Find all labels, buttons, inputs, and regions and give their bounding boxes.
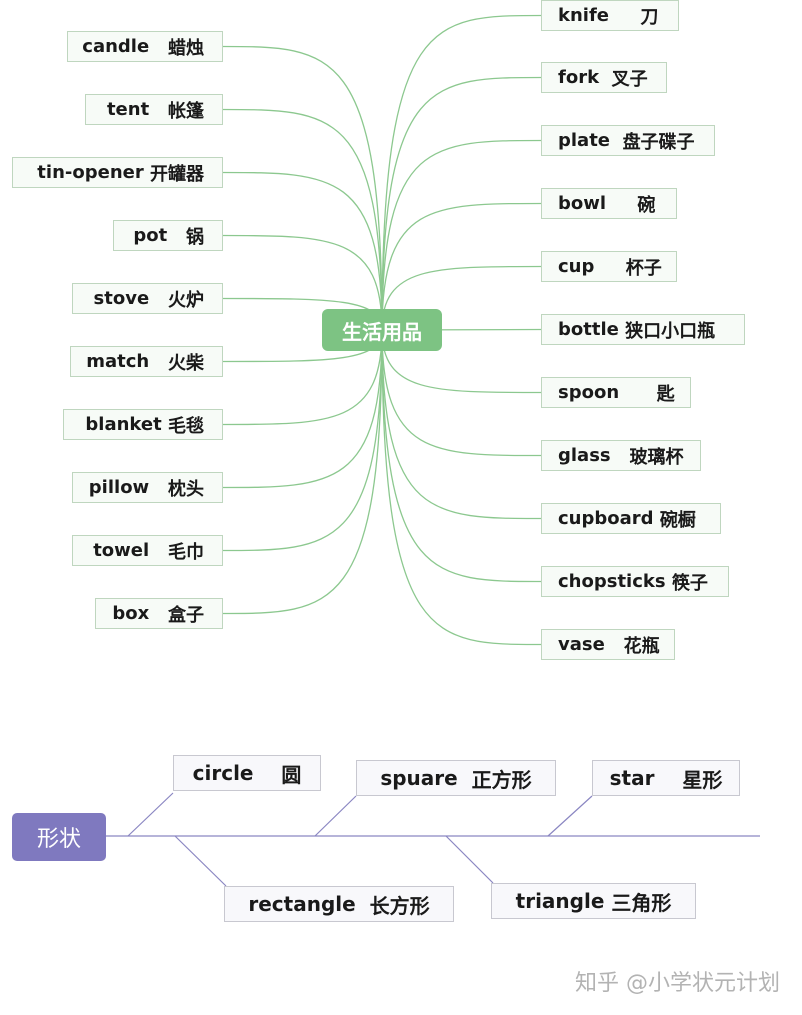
center-node[interactable]: 生活用品	[322, 309, 442, 351]
right-node-plate[interactable]: plate 盘子碟子	[541, 125, 715, 156]
left-node-box[interactable]: box 盒子	[95, 598, 223, 629]
connector-right-7	[381, 329, 542, 457]
left-node-match[interactable]: match 火柴	[70, 346, 223, 377]
right-node-cup[interactable]: cup 杯子	[541, 251, 677, 282]
shape-branch-triangle	[445, 835, 494, 884]
left-node-towel[interactable]: towel 毛巾	[72, 535, 223, 566]
left-node-pillow[interactable]: pillow 枕头	[72, 472, 223, 503]
shape-branch-star	[547, 795, 593, 837]
connector-left-0	[222, 45, 383, 331]
left-node-candle[interactable]: candle 蜡烛	[67, 31, 223, 62]
connector-left-7	[222, 329, 383, 489]
shape-branch-square	[314, 795, 357, 837]
shape-node-star[interactable]: star 星形	[592, 760, 740, 796]
connector-left-9	[222, 329, 383, 615]
connector-left-6	[222, 329, 383, 426]
right-node-chopsticks[interactable]: chopsticks 筷子	[541, 566, 729, 597]
left-node-tent[interactable]: tent 帐篷	[85, 94, 223, 125]
right-node-glass[interactable]: glass 玻璃杯	[541, 440, 701, 471]
connector-left-8	[222, 329, 383, 552]
shape-branch-rectangle	[174, 835, 227, 887]
shapes-root-node[interactable]: 形状	[12, 813, 106, 861]
connector-left-2	[222, 171, 383, 331]
shape-node-rectangle[interactable]: rectangle 长方形	[224, 886, 454, 922]
connector-right-0	[381, 14, 542, 331]
right-node-cupboard[interactable]: cupboard 碗橱	[541, 503, 721, 534]
shape-node-circle[interactable]: circle 圆	[173, 755, 321, 791]
connector-left-1	[222, 108, 383, 331]
connector-right-2	[381, 139, 542, 331]
connector-right-3	[381, 202, 542, 331]
shape-node-triangle[interactable]: triangle 三角形	[491, 883, 696, 919]
right-node-spoon[interactable]: spoon 匙	[541, 377, 691, 408]
right-node-bottle[interactable]: bottle 狭口小口瓶	[541, 314, 745, 345]
watermark: 知乎 @小学状元计划	[575, 971, 780, 996]
right-node-fork[interactable]: fork 叉子	[541, 62, 667, 93]
connector-right-9	[381, 329, 542, 583]
connector-right-8	[381, 329, 542, 520]
left-node-pot[interactable]: pot 锅	[113, 220, 223, 251]
shape-node-square[interactable]: spuare 正方形	[356, 760, 556, 796]
left-node-blanket[interactable]: blanket 毛毯	[63, 409, 223, 440]
right-node-vase[interactable]: vase 花瓶	[541, 629, 675, 660]
connector-right-1	[381, 76, 542, 331]
right-node-knife[interactable]: knife 刀	[541, 0, 679, 31]
right-node-bowl[interactable]: bowl 碗	[541, 188, 677, 219]
connector-left-3	[222, 234, 383, 331]
connector-right-10	[381, 329, 542, 646]
left-node-tin-opener[interactable]: tin-opener 开罐器	[12, 157, 223, 188]
left-node-stove[interactable]: stove 火炉	[72, 283, 223, 314]
shape-branch-circle	[127, 792, 174, 837]
